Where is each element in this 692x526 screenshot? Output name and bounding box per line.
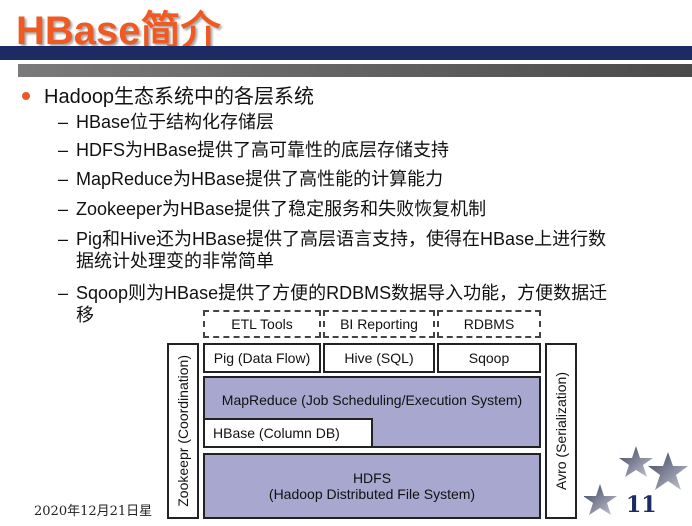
- avro-box: Avro (Serialization): [545, 343, 577, 519]
- sub-text: Pig和Hive还为HBase提供了高层语言支持，使得在HBase上进行数据统计…: [76, 228, 606, 272]
- sub-item-2: –HDFS为HBase提供了高可靠性的底层存储支持: [58, 139, 449, 161]
- sub-text-line1: Pig和Hive还为HBase提供了高层语言支持，使得在HBase上进行数: [76, 229, 607, 249]
- slide-title: HBase简介: [16, 9, 221, 53]
- sub-text-line1: Sqoop则为HBase提供了方便的RDBMS数据导入功能，方便数据迁: [76, 283, 608, 303]
- sub-text: Zookeeper为HBase提供了稳定服务和失败恢复机制: [76, 199, 487, 219]
- hive-box: Hive (SQL): [323, 343, 435, 373]
- sub-text-line2: 据统计处理变的非常简单: [76, 251, 274, 271]
- sub-text-line2: 移: [76, 305, 94, 325]
- dash-marker: –: [58, 283, 69, 303]
- sqoop-box: Sqoop: [437, 343, 541, 373]
- bullet-dot-icon: [22, 91, 30, 100]
- pig-box: Pig (Data Flow): [203, 343, 321, 373]
- sub-text: Sqoop则为HBase提供了方便的RDBMS数据导入功能，方便数据迁移: [76, 282, 607, 326]
- rdbms-box: RDBMS: [437, 310, 541, 338]
- etl-tools-box: ETL Tools: [203, 310, 321, 338]
- bullet-text: Hadoop生态系统中的各层系统: [44, 86, 315, 108]
- dash-marker: –: [58, 140, 69, 160]
- sub-text: HBase位于结构化存储层: [76, 112, 275, 132]
- sub-text: HDFS为HBase提供了高可靠性的底层存储支持: [76, 140, 450, 160]
- hdfs-subtitle: (Hadoop Distributed File System): [268, 486, 476, 502]
- zookeeper-box: Zookeepr (Coordination): [167, 343, 199, 519]
- hbase-box: HBase (Column DB): [203, 418, 373, 448]
- avro-label: Avro (Serialization): [553, 371, 569, 490]
- hdfs-box: HDFS (Hadoop Distributed File System): [203, 453, 541, 519]
- hdfs-title: HDFS: [352, 470, 392, 486]
- dash-marker: –: [58, 229, 69, 249]
- stars-decoration-icon: [584, 446, 688, 515]
- dash-marker: –: [58, 169, 69, 189]
- sub-text: MapReduce为HBase提供了高性能的计算能力: [76, 169, 444, 189]
- sub-item-3: –MapReduce为HBase提供了高性能的计算能力: [58, 168, 443, 190]
- footer-date: 2020年12月21日星: [34, 504, 153, 519]
- zookeeper-label: Zookeepr (Coordination): [175, 355, 191, 507]
- title-underline-bar: [0, 46, 692, 60]
- sub-item-1: –HBase位于结构化存储层: [58, 111, 274, 133]
- dash-marker: –: [58, 112, 69, 132]
- sub-item-6: –Sqoop则为HBase提供了方便的RDBMS数据导入功能，方便数据迁移: [58, 282, 607, 326]
- sub-item-4: –Zookeeper为HBase提供了稳定服务和失败恢复机制: [58, 198, 486, 220]
- page-number: 11: [626, 492, 657, 518]
- bi-reporting-box: BI Reporting: [323, 310, 435, 338]
- title-shadow-bar: [18, 64, 692, 77]
- bullet-item: Hadoop生态系统中的各层系统: [22, 80, 314, 109]
- sub-item-5: –Pig和Hive还为HBase提供了高层语言支持，使得在HBase上进行数据统…: [58, 228, 606, 272]
- dash-marker: –: [58, 199, 69, 219]
